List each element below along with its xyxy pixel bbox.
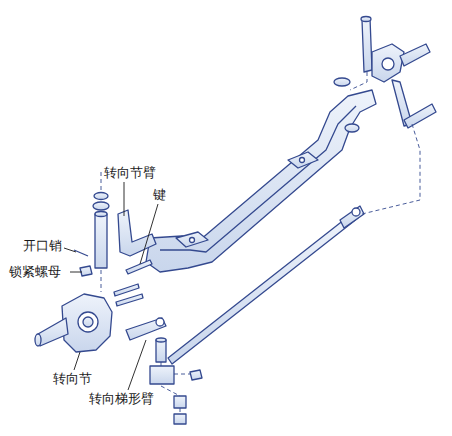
part-label: 开口销 bbox=[22, 238, 63, 254]
key bbox=[126, 260, 152, 274]
steering-knuckle bbox=[62, 294, 112, 352]
lock-nut bbox=[80, 266, 92, 276]
seat bbox=[174, 396, 186, 408]
assembly-line bbox=[161, 362, 180, 414]
bolt bbox=[116, 294, 143, 306]
tie-rod bbox=[168, 212, 358, 364]
right-balljoint bbox=[404, 104, 436, 128]
leader-line bbox=[124, 182, 125, 216]
bolt bbox=[114, 284, 139, 296]
bushing bbox=[345, 124, 359, 132]
assembly-line bbox=[101, 270, 102, 292]
leader-line bbox=[140, 204, 158, 264]
right-spindle bbox=[400, 44, 430, 66]
leader-line bbox=[74, 352, 80, 370]
right-kingpin bbox=[362, 18, 372, 72]
spring-pad bbox=[176, 232, 208, 247]
spindle bbox=[38, 318, 68, 346]
part-label: 转向节 bbox=[52, 371, 93, 387]
cotter-pin bbox=[74, 250, 88, 256]
kingpin-cap bbox=[93, 202, 109, 210]
balljoint-housing bbox=[150, 366, 174, 384]
assembly-line bbox=[101, 170, 102, 190]
part-label: 锁紧螺母 bbox=[8, 264, 62, 280]
assembly-line bbox=[350, 72, 367, 90]
tie-rod-end bbox=[340, 206, 364, 228]
leader-line bbox=[70, 272, 82, 273]
tie-rod-arm bbox=[126, 318, 166, 340]
beam-flange bbox=[160, 106, 356, 252]
part-label: 转向节臂 bbox=[103, 165, 157, 181]
right-knuckle bbox=[372, 44, 404, 82]
assembly-line bbox=[174, 374, 190, 375]
kingpin bbox=[95, 214, 107, 268]
knuckle-arm bbox=[118, 210, 156, 256]
spring-pad bbox=[288, 152, 318, 168]
assembly-line bbox=[362, 124, 420, 214]
part-label: 转向梯形臂 bbox=[88, 391, 155, 407]
leader-line bbox=[128, 340, 146, 390]
part-label: 键 bbox=[152, 187, 167, 203]
seat bbox=[174, 414, 186, 424]
leader-line bbox=[64, 248, 76, 252]
ball-stud bbox=[156, 340, 166, 362]
nut bbox=[190, 370, 202, 380]
bushing bbox=[334, 78, 350, 86]
axle-beam bbox=[146, 90, 376, 272]
